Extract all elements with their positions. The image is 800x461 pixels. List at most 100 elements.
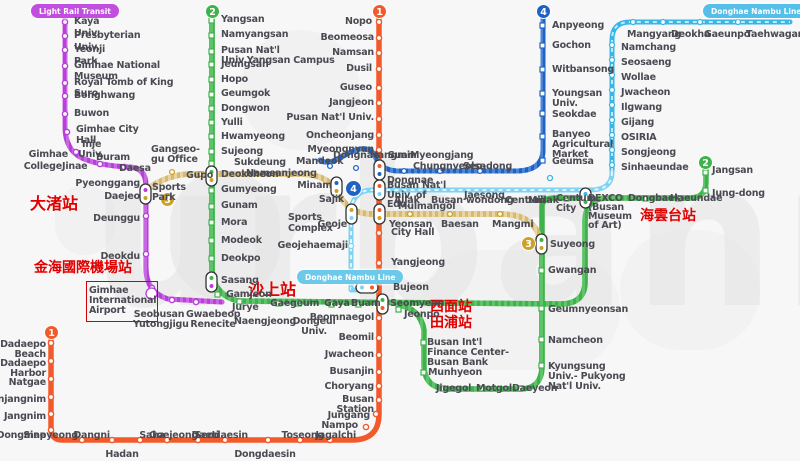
station-label: Sports Park [152,182,186,203]
station-label: Deokdu [100,251,140,262]
station-label: Jaesong [464,190,505,201]
station-label: Bonghwang [74,90,136,101]
station-label: Gaeunpo [704,29,751,40]
station-label: Beomeosa [320,32,374,43]
station-label: Naengjeong [234,316,297,327]
station-dots-line1 [47,18,383,444]
station-label: Jangsan [712,165,753,176]
station-label: Baesan [441,219,479,230]
station-label: Sujeong [221,146,263,157]
station-label: Natgae [8,377,47,388]
line-badge-4-mid[interactable]: 4 [345,180,362,197]
station-label: Inje [82,139,102,150]
station-label: Daesa [119,163,151,174]
gimhae-airport-highlight-box [86,281,158,322]
station-label: Gimhae City [76,124,139,135]
station-label: Ilgwang [621,102,662,113]
station-label: BEXCO (Busan Museum of Art) [588,193,632,231]
land-shading-4 [620,230,760,350]
land-shading-5 [55,185,115,255]
station-label: Guseo [339,82,372,93]
station-label: Seosaeng [621,57,672,68]
station-dots-line2 [208,17,709,392]
station-label: Oncheonjang [306,130,374,141]
station-label: Geojehaemaji [277,240,348,251]
station-label: Anpyeong [552,20,605,31]
station-label: Myeongjang [410,150,474,161]
station-label: Modeok [221,235,262,246]
station-label: Gimhae [28,149,69,160]
station-dots-donghae [347,18,742,250]
station-label: Gamjeon [226,289,272,300]
station-label: Dongdaesin [234,449,296,460]
line-badge-3-suyeong[interactable]: 3 [521,236,536,251]
station-label: Namchang [621,42,677,53]
station-label: Gaegeum [270,298,320,309]
station-label: Gwaebeop Renecite [186,309,241,330]
station-dots-lrt [61,18,200,306]
station-label: Sinpyeong [23,430,78,441]
annotation-gimhae-airport-cn: 金海國際機場站 [34,260,132,276]
station-label: Presbyterian [74,30,141,41]
station-label: Namsanjeong [246,168,317,179]
station-label: Myeongnyun [307,144,374,155]
donghae-nambu-pill-top-right: Donghae Nambu Line [703,4,800,18]
interchange-markers [139,159,592,315]
station-label: Wollae [621,72,656,83]
station-label: Seobusan Yutongjigu [133,309,189,330]
station-label: Seodaesin [194,430,249,441]
station-label: Busan Station [336,394,375,415]
station-label: Dongnae [387,175,434,186]
station-label: Haeundae [670,193,723,204]
station-label: Mora [221,217,248,228]
station-label: Jurye [232,302,259,313]
station-label: Seomyeon [390,298,445,309]
station-label: Gaya [324,298,350,309]
station-label: Hall [76,135,97,146]
station-label: Dadaepo Harbor [0,358,46,379]
station-label: College [23,161,63,172]
station-label: Seo-dong [463,161,513,172]
annotation-jeonpo-cn: 田浦站 [430,315,472,331]
station-label: Deokpo [221,253,261,264]
station-label: Seokdae [552,109,597,120]
station-dots-line3 [168,168,504,218]
station-label: Pusan Nat'l Univ.Yangsan Campus [221,45,335,66]
station-label: Munhyeon [428,367,483,378]
station-label: OSIRIA [621,132,657,143]
station-label: Toseong [281,430,324,441]
line-badge-4-top[interactable]: 4 [536,4,551,19]
station-label: Yangsan [221,14,265,25]
station-label: Mandeok [296,156,344,167]
line-badge-2-top[interactable]: 2 [205,4,220,19]
line-badge-2-jangsan[interactable]: 2 [698,155,713,170]
station-label: Choryang [324,381,374,392]
station-label: Geumsa [552,156,594,167]
station-label: Gimhae National [74,60,160,71]
station-label: Sinjangnim [0,394,46,405]
annotation-sasang-cn: 沙上站 [248,280,297,299]
station-label: Jeungsan [221,59,269,70]
station-label: Jungang [327,410,371,421]
station-label: Busan wondong [431,195,514,206]
annotation-daejeo-cn: 大渚站 [30,194,79,213]
line-badge-1-dadaepo[interactable]: 1 [44,325,59,340]
station-label: Busanjin [329,366,374,377]
line-badge-3-daejeo[interactable]: 3 [160,192,175,207]
station-label: Daeti [191,430,219,441]
line-badge-1-top[interactable]: 1 [372,4,387,19]
station-label: Namsan [332,47,374,58]
station-label: Daejeo [104,191,140,202]
station-label: Park [74,56,98,67]
station-dots-line4 [326,22,546,175]
station-label: Buwon [74,108,110,119]
station-label: Jigegol [436,383,472,394]
station-label: Songjeong [621,147,676,158]
station-label: Mangmi [492,219,534,230]
station-label: Centum City [556,193,597,214]
station-label: Beomil [338,332,375,343]
station-label: Univ. [74,28,100,39]
station-label: Gijang [621,117,655,128]
station-label: Yeonsan [389,219,433,230]
station-label: Dongeui Univ. [292,316,336,337]
